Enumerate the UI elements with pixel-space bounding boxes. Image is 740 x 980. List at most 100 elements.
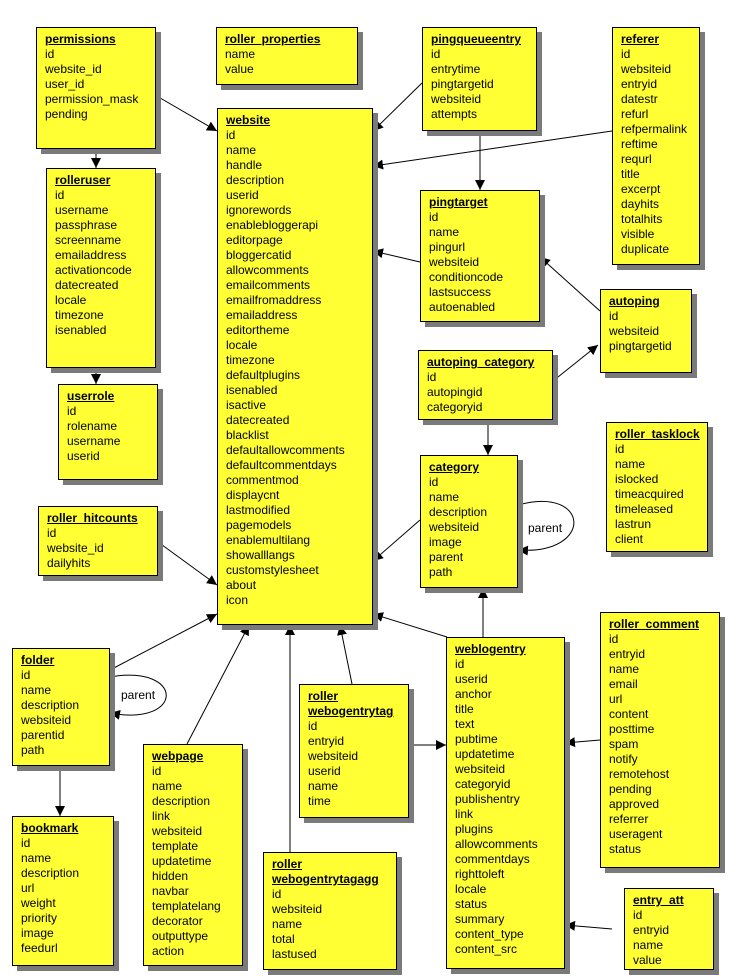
entity-field: categoryid xyxy=(427,400,483,414)
edge-category-parent xyxy=(517,500,575,556)
entity-field: enablebloggerapi xyxy=(226,218,319,232)
entity-field: islocked xyxy=(615,472,659,486)
entity-field: id xyxy=(609,632,619,646)
entity-field: locale xyxy=(55,293,87,307)
entity-title: roller_comment xyxy=(609,617,700,631)
entity-field: link xyxy=(152,809,171,823)
entity-field: allowcomments xyxy=(455,837,538,851)
entity-field: lastrun xyxy=(615,517,652,531)
entity-field: emailfromaddress xyxy=(226,293,322,307)
entity-field: userid xyxy=(308,764,341,778)
entity-field: parent xyxy=(429,550,464,564)
edge-webpage-website xyxy=(186,624,250,745)
entity-field: defaultplugins xyxy=(226,368,301,382)
entity-field: refpermalink xyxy=(621,122,688,136)
entity-field: content xyxy=(609,707,649,721)
edge-pingtarget-website xyxy=(372,248,421,263)
entity-field: ignorewords xyxy=(226,203,292,217)
entity-field: pending xyxy=(609,782,652,796)
entity-field: dailyhits xyxy=(47,556,91,570)
entity-field: pubtime xyxy=(455,732,498,746)
entity-field: website_id xyxy=(45,62,102,76)
entity-field: enablemultilang xyxy=(226,533,311,547)
entity-field: action xyxy=(152,944,185,958)
entity-field: totalhits xyxy=(621,212,663,226)
entity-field: description xyxy=(429,505,488,519)
entity-field: publishentry xyxy=(455,792,520,806)
entity-field: name xyxy=(272,917,303,931)
entity-field: client xyxy=(615,532,644,546)
entity-field: useragent xyxy=(609,827,663,841)
entity-field: status xyxy=(609,842,642,856)
entity-field: templatelang xyxy=(152,899,221,913)
entity-field: websiteid xyxy=(431,92,482,106)
entity-field: visible xyxy=(621,227,655,241)
entity-field: time xyxy=(308,794,331,808)
entity-field: reftime xyxy=(621,137,658,151)
entity-field: id xyxy=(431,47,441,61)
entity-field: feedurl xyxy=(21,941,58,955)
entity-field: anchor xyxy=(455,687,492,701)
entity-field: rolename xyxy=(67,419,118,433)
entity-field: websiteid xyxy=(308,749,359,763)
entity-field: websiteid xyxy=(429,255,480,269)
entity-field: name xyxy=(226,143,257,157)
entity-field: id xyxy=(621,47,631,61)
entity-field: lastmodified xyxy=(226,503,291,517)
edge-referer-website xyxy=(372,130,613,170)
entity-title: roller_tasklock xyxy=(615,427,700,441)
entity-title: autoping_category xyxy=(427,355,535,369)
entity-field: id xyxy=(308,719,318,733)
entity-field: userid xyxy=(67,449,100,463)
entity-field: description xyxy=(21,698,80,712)
entity-field: websiteid xyxy=(152,824,203,838)
entity-field: content_type xyxy=(455,927,524,941)
entity-field: id xyxy=(609,309,619,323)
entity-field: name xyxy=(429,225,460,239)
entity-field: passphrase xyxy=(55,218,118,232)
entity-field: spam xyxy=(609,737,639,751)
entity-field: autopingid xyxy=(427,385,483,399)
entity-field: name xyxy=(21,683,52,697)
entity-field: id xyxy=(429,475,439,489)
entity-field: userid xyxy=(226,188,259,202)
entity-field: updatetime xyxy=(152,854,212,868)
entity-field: parentid xyxy=(21,728,65,742)
entity-field: name xyxy=(615,457,646,471)
entity-title: referer xyxy=(621,32,660,46)
entity-field: customstylesheet xyxy=(226,563,319,577)
entity-field: locale xyxy=(226,338,258,352)
entity-field: websiteid xyxy=(272,902,323,916)
entity-field: text xyxy=(455,717,475,731)
entity-field: id xyxy=(272,887,282,901)
entity-field: weight xyxy=(21,896,56,910)
entity-field: id xyxy=(67,404,77,418)
entity-title: permissions xyxy=(45,32,116,46)
entity-field: bloggercatid xyxy=(226,248,292,262)
entity-field: commentdays xyxy=(455,852,530,866)
entity-field: user_id xyxy=(45,77,85,91)
entity-field: summary xyxy=(455,912,505,926)
entity-field: emailcomments xyxy=(226,278,311,292)
edge-autoping-pingtarget xyxy=(539,256,601,312)
entity-field: id xyxy=(226,128,236,142)
entity-field: hidden xyxy=(152,869,189,883)
entity-field: activationcode xyxy=(55,263,132,277)
entity-field: id xyxy=(429,210,439,224)
entity-field: dayhits xyxy=(621,197,660,211)
entity-field: datecreated xyxy=(226,413,290,427)
entity-field: name xyxy=(152,779,183,793)
entity-title: roller webogentrytag xyxy=(308,689,394,718)
entity-title: rolleruser xyxy=(55,173,111,187)
